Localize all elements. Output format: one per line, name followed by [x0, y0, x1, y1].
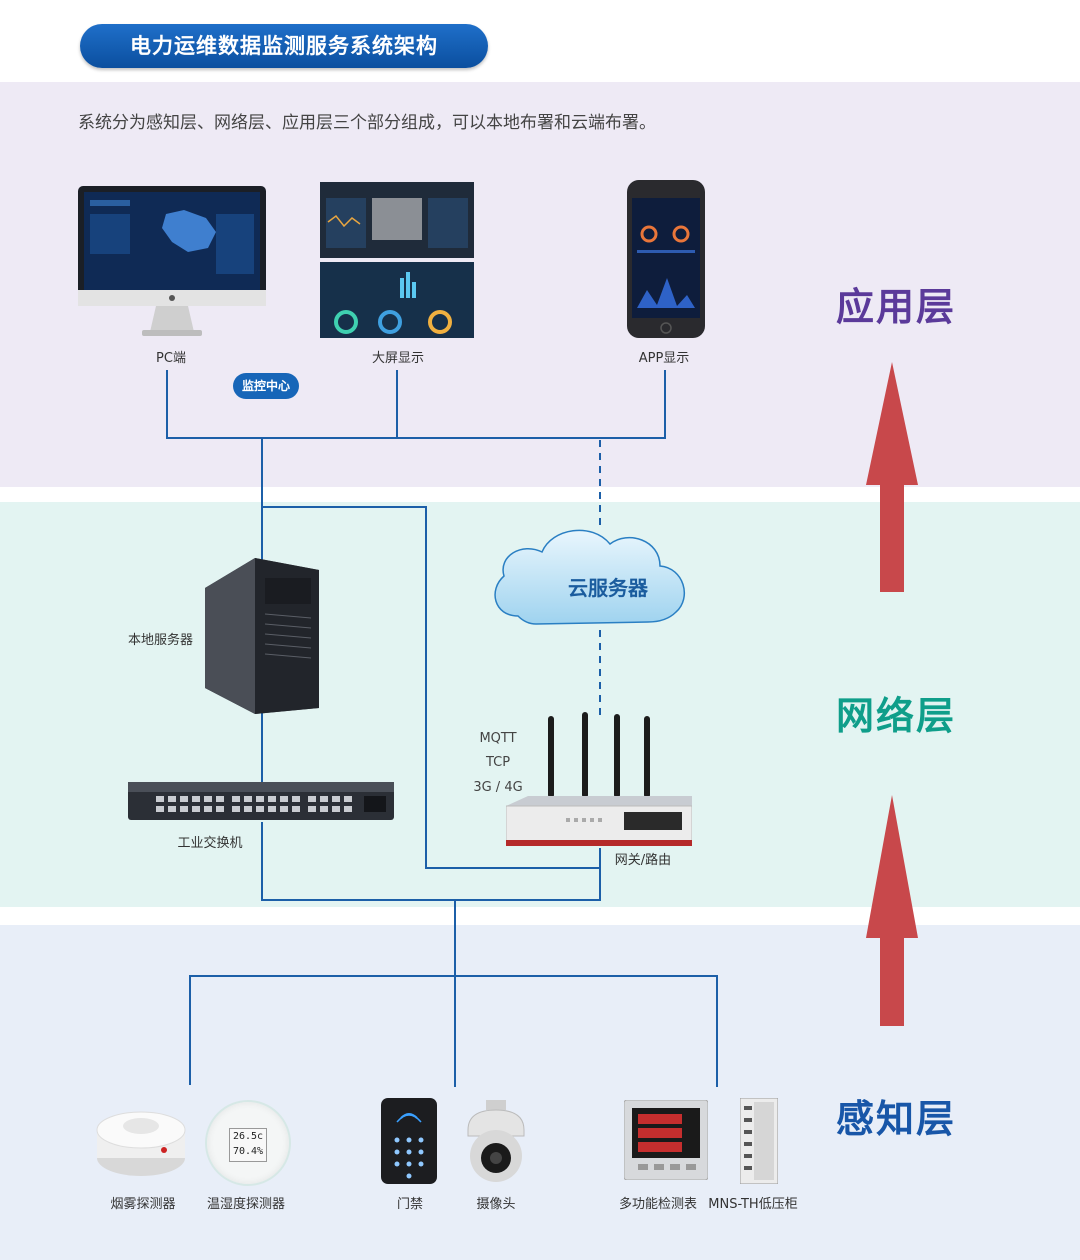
- gateway-label: 网关/路由: [614, 853, 672, 868]
- thermometer-icon: 26.5c 70.4%: [205, 1100, 291, 1186]
- pc-label: PC端: [156, 351, 186, 366]
- server-to-gateway-line: [262, 506, 601, 869]
- application-layer-label: 应用层: [836, 285, 957, 329]
- arrow-up-icon: [866, 362, 918, 592]
- smoke-detector-label: 烟雾探测器: [110, 1197, 176, 1212]
- thermo-humidity-readout: 70.4%: [232, 1146, 264, 1157]
- temp-humidity-label: 温湿度探测器: [206, 1197, 286, 1212]
- pc-monitor-icon: [78, 186, 266, 336]
- camera-icon: [467, 1100, 525, 1182]
- network-layer-label: 网络层: [836, 694, 957, 738]
- protocol-tcp: TCP: [485, 755, 511, 770]
- camera-label: 摄像头: [476, 1197, 516, 1212]
- big-screen-icon: [320, 182, 474, 338]
- server-icon: [205, 558, 319, 714]
- phone-icon: [627, 180, 705, 338]
- protocol-3g4g: 3G / 4G: [473, 780, 523, 795]
- smoke-detector-icon: [96, 1111, 186, 1176]
- app-bus-line: [166, 370, 666, 439]
- page-title: 电力运维数据监测服务系统架构: [80, 24, 488, 68]
- arrow-up-icon: [866, 795, 918, 1026]
- cloud-server-label: 云服务器: [568, 576, 648, 600]
- sensing-layer-label: 感知层: [836, 1097, 957, 1141]
- access-keypad-icon: [381, 1098, 437, 1184]
- switch-icon: [128, 782, 394, 820]
- router-icon: [506, 712, 692, 846]
- intro-text: 系统分为感知层、网络层、应用层三个部分组成，可以本地布署和云端布署。: [78, 113, 656, 133]
- app-label: APP显示: [638, 351, 690, 366]
- cloud-icon: [494, 529, 686, 625]
- protocol-mqtt: MQTT: [479, 731, 517, 746]
- sensing-bus-line: [189, 975, 718, 1087]
- local-server-label: 本地服务器: [128, 633, 194, 648]
- big-screen-label: 大屏显示: [371, 351, 425, 366]
- cabinet-icon: [740, 1098, 778, 1184]
- cabinet-label: MNS-TH低压柜: [708, 1197, 798, 1212]
- monitor-center-badge: 监控中心: [233, 373, 299, 399]
- thermo-temp-readout: 26.5c: [232, 1131, 264, 1142]
- switch-label: 工业交换机: [177, 836, 243, 851]
- access-label: 门禁: [396, 1197, 424, 1212]
- meter-icon: [624, 1100, 708, 1180]
- meter-label: 多功能检测表: [618, 1197, 698, 1212]
- network-bus-line: [261, 822, 601, 901]
- upward-arrows: [866, 362, 918, 1026]
